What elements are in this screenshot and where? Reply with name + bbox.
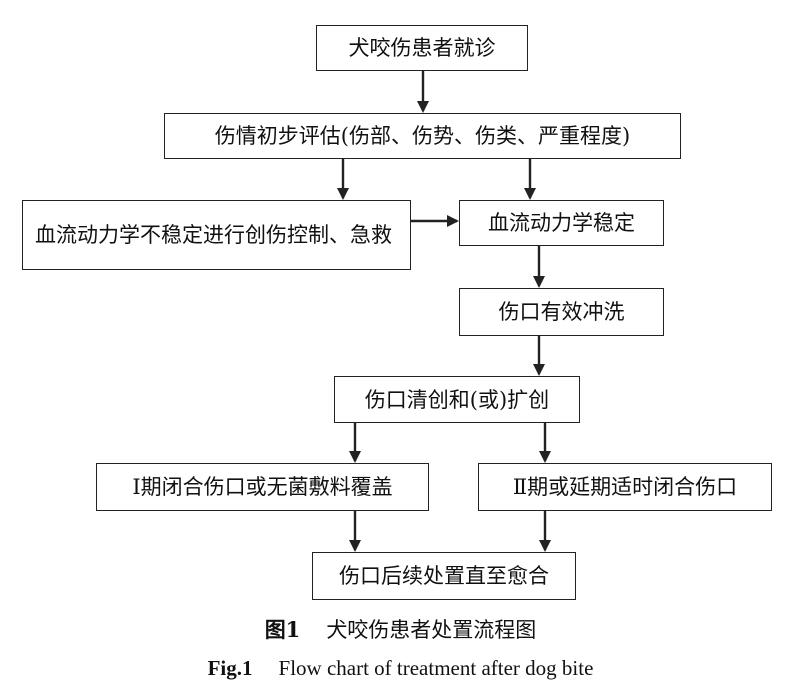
figure-caption-chinese: 图1 犬咬伤患者处置流程图 bbox=[0, 614, 801, 644]
figure-caption-english: Fig.1 Flow chart of treatment after dog b… bbox=[0, 656, 801, 681]
node-delayed-closure: Ⅱ期或延期适时闭合伤口 bbox=[478, 463, 772, 511]
node-initial-assessment: 伤情初步评估(伤部、伤势、伤类、严重程度) bbox=[164, 113, 681, 159]
figure-number-en: Fig.1 bbox=[207, 656, 253, 680]
node-primary-closure: Ⅰ期闭合伤口或无菌敷料覆盖 bbox=[96, 463, 429, 511]
figure-title-en: Flow chart of treatment after dog bite bbox=[278, 656, 594, 680]
node-wound-wash: 伤口有效冲洗 bbox=[459, 288, 664, 336]
node-start: 犬咬伤患者就诊 bbox=[316, 25, 528, 71]
node-hemodynamic-unstable: 血流动力学不稳定进行创伤控制、急救 bbox=[22, 200, 411, 270]
figure-number-cn: 图1 bbox=[264, 617, 301, 642]
node-debridement: 伤口清创和(或)扩创 bbox=[334, 376, 580, 423]
node-follow-up: 伤口后续处置直至愈合 bbox=[312, 552, 576, 600]
node-hemodynamic-stable: 血流动力学稳定 bbox=[459, 200, 664, 246]
figure-title-cn: 犬咬伤患者处置流程图 bbox=[326, 618, 537, 642]
